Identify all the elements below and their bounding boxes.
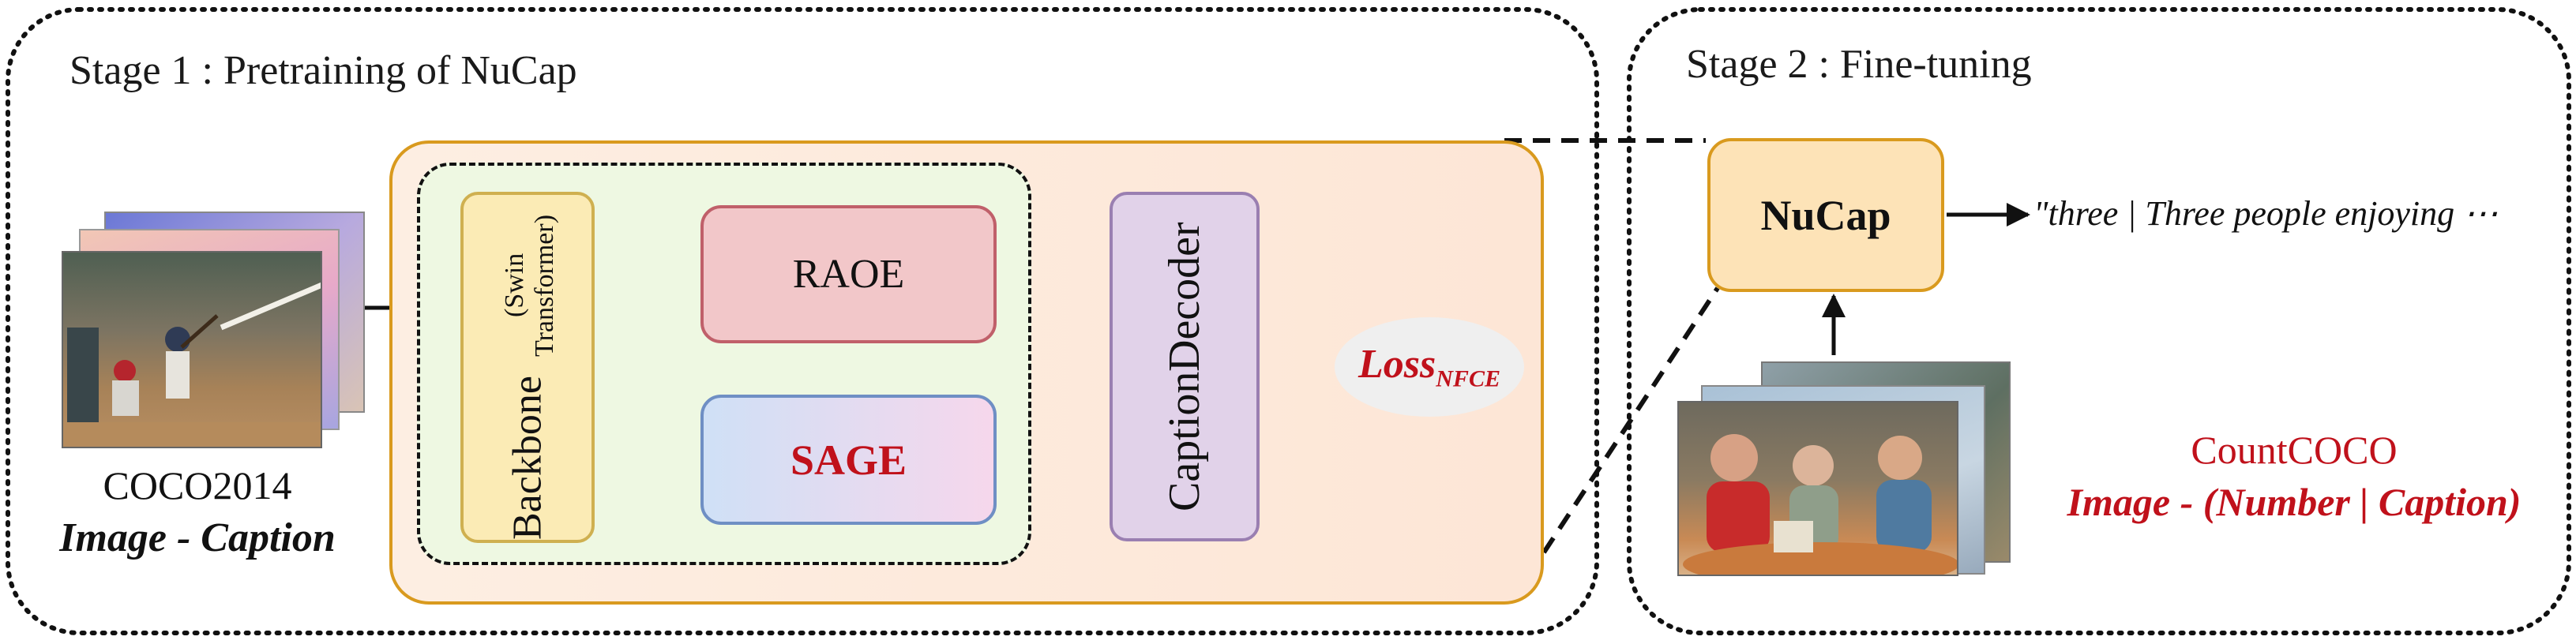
- baseball-scene-icon: [63, 282, 321, 447]
- stage1-frame: [6, 7, 1599, 635]
- countcoco-pair-label: Image - (Number | Caption): [2067, 480, 2522, 524]
- loss-main: Loss: [1358, 342, 1436, 388]
- backbone-label: Backbone: [505, 376, 550, 540]
- loss-subscript: NFCE: [1436, 365, 1500, 392]
- decoder-label-wrap: Caption Decoder: [1159, 222, 1210, 511]
- coco-pair-label: Image - Caption: [59, 515, 336, 560]
- countcoco-image-stack: [1674, 361, 2014, 582]
- sage-label: SAGE: [790, 436, 907, 484]
- loss-label: LossNFCE: [1358, 341, 1500, 392]
- output-caption-text: "three | Three people enjoying ⋯: [2033, 194, 2499, 233]
- stage1-title: Stage 1 : Pretraining of NuCap: [69, 48, 577, 93]
- nucap-box: NuCap: [1707, 138, 1944, 292]
- countcoco-image-front: [1677, 401, 1958, 576]
- sage-box: SAGE: [700, 395, 997, 525]
- countcoco-dataset-name: CountCOCO: [2191, 428, 2398, 472]
- caption-decoder-box: Caption Decoder: [1110, 192, 1260, 541]
- loss-ellipse: LossNFCE: [1335, 317, 1524, 417]
- decoder-label-line1: Caption: [1160, 371, 1209, 511]
- stage2-title: Stage 2 : Fine-tuning: [1686, 42, 2032, 87]
- coco-image-stack: [55, 212, 371, 456]
- raoe-box: RAOE: [700, 205, 997, 343]
- nucap-label: NuCap: [1760, 191, 1891, 239]
- backbone-label-wrap: Backbone (Swin Transformer): [495, 195, 560, 540]
- decoder-label-line2: Decoder: [1160, 222, 1209, 372]
- raoe-label: RAOE: [792, 252, 905, 297]
- stage2-frame: [1627, 7, 2571, 635]
- coco-image-front: [62, 251, 322, 448]
- backbone-box: Backbone (Swin Transformer): [460, 192, 595, 543]
- people-dinner-scene-icon: [1683, 434, 1957, 575]
- coco-dataset-name: COCO2014: [103, 463, 292, 507]
- backbone-sublabel: (Swin Transformer): [500, 214, 559, 357]
- zoom-connector-bottom: [1541, 286, 1720, 554]
